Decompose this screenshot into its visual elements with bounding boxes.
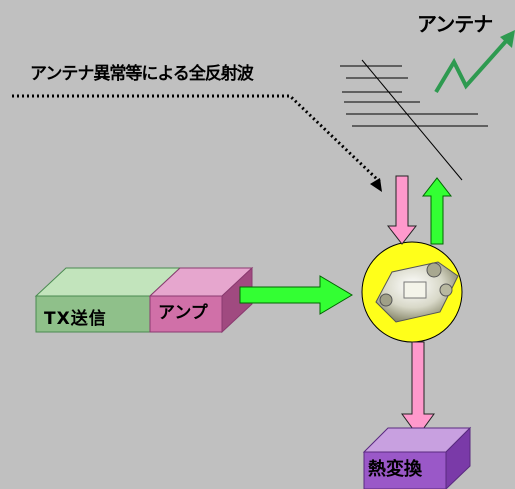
heat-conversion-block [362, 426, 472, 489]
tx-label: TX送信 [44, 309, 107, 329]
forward-arrow-amp-to-isolator [239, 275, 353, 315]
isolator-component-image [375, 261, 459, 323]
amplifier-label: アンプ [158, 303, 208, 323]
antenna-label: アンテナ [417, 12, 493, 36]
reflection-dotted-line [12, 94, 382, 184]
heat-conversion-label: 熱変換 [368, 459, 422, 480]
antenna-element-lines [340, 65, 488, 127]
antenna-signal-wave [434, 38, 509, 94]
antenna-mast [361, 59, 463, 181]
reflected-wave-arrow-to-heat [401, 341, 435, 437]
forward-arrow-to-antenna [421, 177, 453, 245]
reflected-wave-arrow-in [386, 175, 418, 245]
amplifier-block [148, 266, 254, 334]
reflection-label: アンテナ異常等による全反射波 [30, 64, 254, 84]
reflection-dotted-arrowhead [370, 178, 382, 192]
antenna-signal-arrowhead [500, 30, 515, 48]
